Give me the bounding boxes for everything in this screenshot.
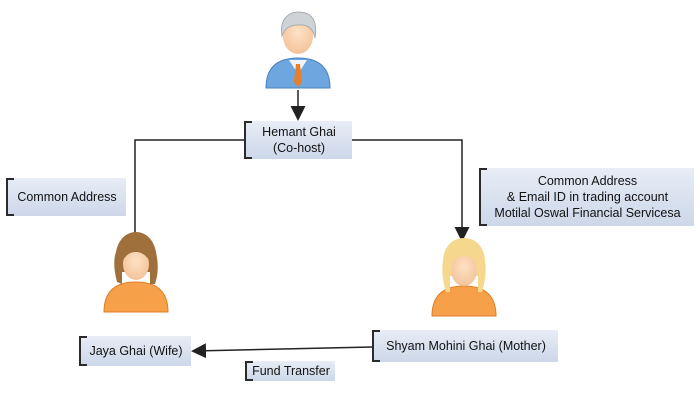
annotation-trading-line3: Motilal Oswal Financial Servicesa: [494, 206, 681, 220]
woman-avatar-icon: [431, 238, 497, 317]
connector-hemant-to-jaya: [127, 139, 244, 249]
node-hemant-name: Hemant Ghai: [262, 125, 336, 139]
node-shyam-label: Shyam Mohini Ghai (Mother): [386, 339, 546, 353]
node-hemant-role: (Co-host): [272, 141, 326, 155]
annotation-common-address-text: Common Address: [17, 190, 117, 204]
annotation-fund-transfer-text: Fund Transfer: [252, 364, 330, 378]
node-shyam-mohini-ghai: Shyam Mohini Ghai (Mother): [372, 330, 558, 362]
node-hemant-ghai: Hemant Ghai (Co-host): [244, 121, 352, 159]
annotation-trading-line1: Common Address: [537, 174, 638, 188]
woman-avatar-icon: [103, 232, 169, 313]
annotation-fund-transfer: Fund Transfer: [245, 361, 335, 381]
annotation-trading-account: Common Address & Email ID in trading acc…: [479, 168, 694, 226]
node-jaya-label: Jaya Ghai (Wife): [89, 344, 183, 358]
connector-shyam-to-jaya: [191, 343, 373, 359]
annotation-trading-line2: & Email ID in trading account: [506, 190, 669, 204]
man-avatar-icon: [265, 11, 331, 89]
annotation-common-address: Common Address: [6, 178, 126, 216]
connector-hemant-to-shyam: [352, 139, 470, 242]
node-jaya-ghai: Jaya Ghai (Wife): [79, 336, 191, 366]
